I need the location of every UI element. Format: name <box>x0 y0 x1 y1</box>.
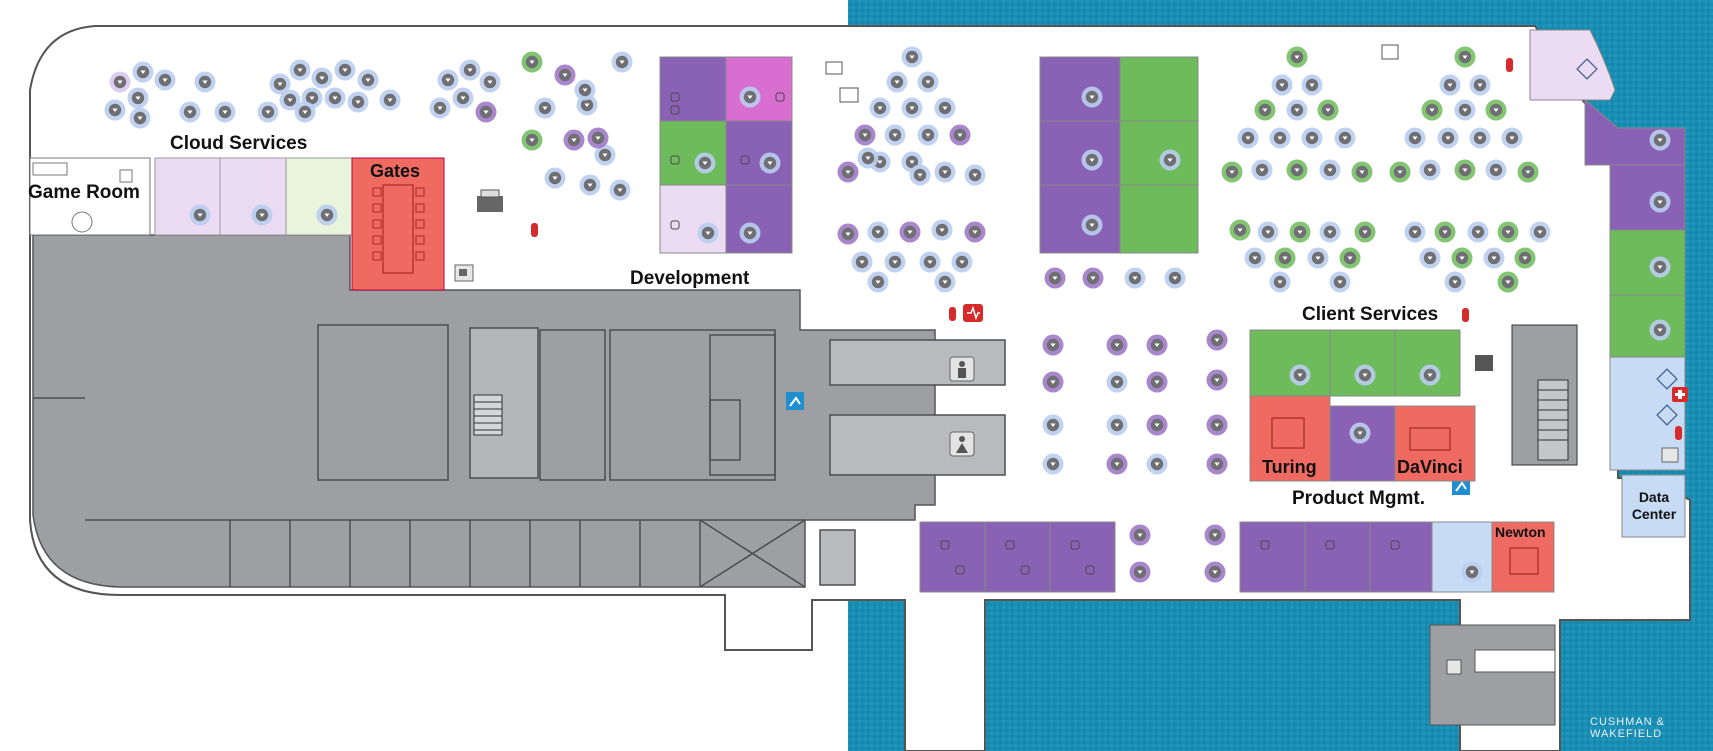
elevator-icon <box>1446 659 1462 675</box>
coffee-icon <box>454 264 474 282</box>
stairs-icon <box>473 394 503 436</box>
fire-extinguisher-icon <box>531 223 538 237</box>
defibrillator-icon <box>963 304 983 322</box>
meeting-table <box>1576 58 1678 426</box>
center-offices <box>1039 56 1199 254</box>
fire-extinguisher-icon <box>1506 58 1513 72</box>
coffee-icon <box>1661 447 1679 463</box>
fire-extinguisher-icon <box>949 307 956 321</box>
first-aid-icon <box>1672 387 1688 402</box>
brand-line1: CUSHMAN & <box>1590 716 1666 728</box>
client-services-offices <box>1249 329 1476 482</box>
restroom-women-icon <box>949 431 975 457</box>
brand-line2: WAKEFIELD <box>1590 728 1663 740</box>
printer-icon <box>477 189 503 212</box>
printer-icon <box>825 61 859 103</box>
davinci-room <box>1394 405 1476 482</box>
printer-icon <box>1475 355 1493 371</box>
stairs-icon <box>1511 324 1578 466</box>
restroom-men-icon <box>949 356 975 382</box>
printer-icon <box>1381 44 1399 60</box>
right-offices <box>1529 29 1686 538</box>
newton-room <box>1491 521 1555 593</box>
fire-extinguisher-icon <box>1675 426 1682 440</box>
development-offices <box>659 56 793 254</box>
gates-room <box>351 157 445 291</box>
fire-extinguisher-icon <box>1462 308 1469 322</box>
emergency-exit-icon <box>786 392 804 410</box>
turing-room <box>1249 395 1331 482</box>
product-mgmt-offices <box>919 521 1555 593</box>
stairs-icon <box>1429 624 1556 726</box>
game-room <box>29 157 151 236</box>
brand-logo: CUSHMAN & WAKEFIELD <box>1590 716 1665 740</box>
